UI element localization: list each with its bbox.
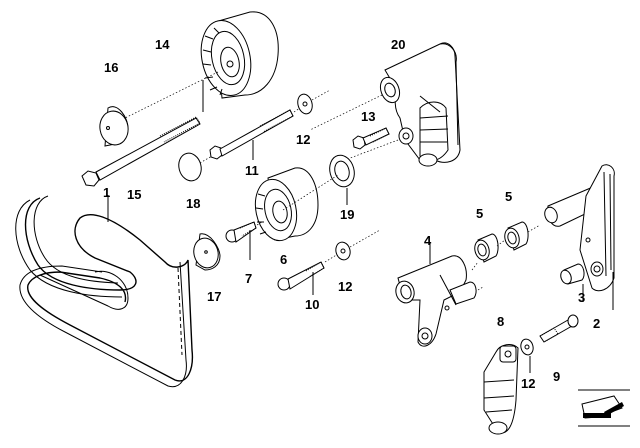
idler-pulley-6[interactable] xyxy=(250,167,319,245)
callout-11[interactable]: 11 xyxy=(245,163,259,178)
callout-10[interactable]: 10 xyxy=(305,297,320,312)
washer-12-middle[interactable] xyxy=(334,240,352,261)
washer-12-bottom[interactable] xyxy=(519,338,535,357)
mechanical-tensioner-20[interactable] xyxy=(377,42,461,167)
callout-12-middle[interactable]: 12 xyxy=(338,279,353,294)
needle-bearing-5a[interactable] xyxy=(473,233,499,263)
hex-bolt-9[interactable] xyxy=(539,314,579,343)
bushing-3[interactable] xyxy=(559,263,585,285)
tension-pulley-14[interactable] xyxy=(195,11,279,100)
tensioner-arm-4[interactable] xyxy=(393,255,477,347)
bracket-2[interactable] xyxy=(543,164,615,292)
needle-bearing-5b[interactable] xyxy=(503,221,529,251)
hex-bolt-15[interactable] xyxy=(81,116,201,187)
hex-bolt-11[interactable] xyxy=(209,109,294,160)
callout-5-right[interactable]: 5 xyxy=(505,189,513,204)
callout-1[interactable]: 1 xyxy=(103,185,111,200)
callout-12-top[interactable]: 12 xyxy=(296,132,311,147)
dust-cap-17[interactable] xyxy=(191,233,222,271)
callout-19[interactable]: 19 xyxy=(340,207,355,222)
callout-3[interactable]: 3 xyxy=(578,290,586,305)
dust-cap-16[interactable] xyxy=(97,106,130,147)
washer-12-top[interactable] xyxy=(296,93,315,116)
callout-18[interactable]: 18 xyxy=(186,196,201,211)
callout-9[interactable]: 9 xyxy=(553,369,561,384)
washer-19[interactable] xyxy=(326,152,357,189)
callout-14[interactable]: 14 xyxy=(155,37,170,52)
callout-5-left[interactable]: 5 xyxy=(476,206,484,221)
hydraulic-tensioner-8[interactable] xyxy=(483,344,519,435)
ribbed-v-belt-1[interactable] xyxy=(15,195,194,388)
callout-12-bottom[interactable]: 12 xyxy=(521,376,536,391)
dust-cap-18[interactable] xyxy=(176,151,204,184)
callout-8[interactable]: 8 xyxy=(497,314,505,329)
callout-6[interactable]: 6 xyxy=(280,252,288,267)
socket-bolt-7[interactable] xyxy=(225,221,257,243)
callout-7[interactable]: 7 xyxy=(245,271,253,286)
callout-17[interactable]: 17 xyxy=(207,289,222,304)
hex-bolt-10[interactable] xyxy=(277,261,325,291)
callout-16[interactable]: 16 xyxy=(104,60,119,75)
callout-2[interactable]: 2 xyxy=(593,316,601,331)
callout-20[interactable]: 20 xyxy=(391,37,406,52)
callout-15[interactable]: 15 xyxy=(127,187,142,202)
callout-4[interactable]: 4 xyxy=(424,233,432,248)
view-direction-arrow-icon xyxy=(578,389,630,427)
hex-bolt-13[interactable] xyxy=(352,127,390,150)
callout-13[interactable]: 13 xyxy=(361,109,376,124)
